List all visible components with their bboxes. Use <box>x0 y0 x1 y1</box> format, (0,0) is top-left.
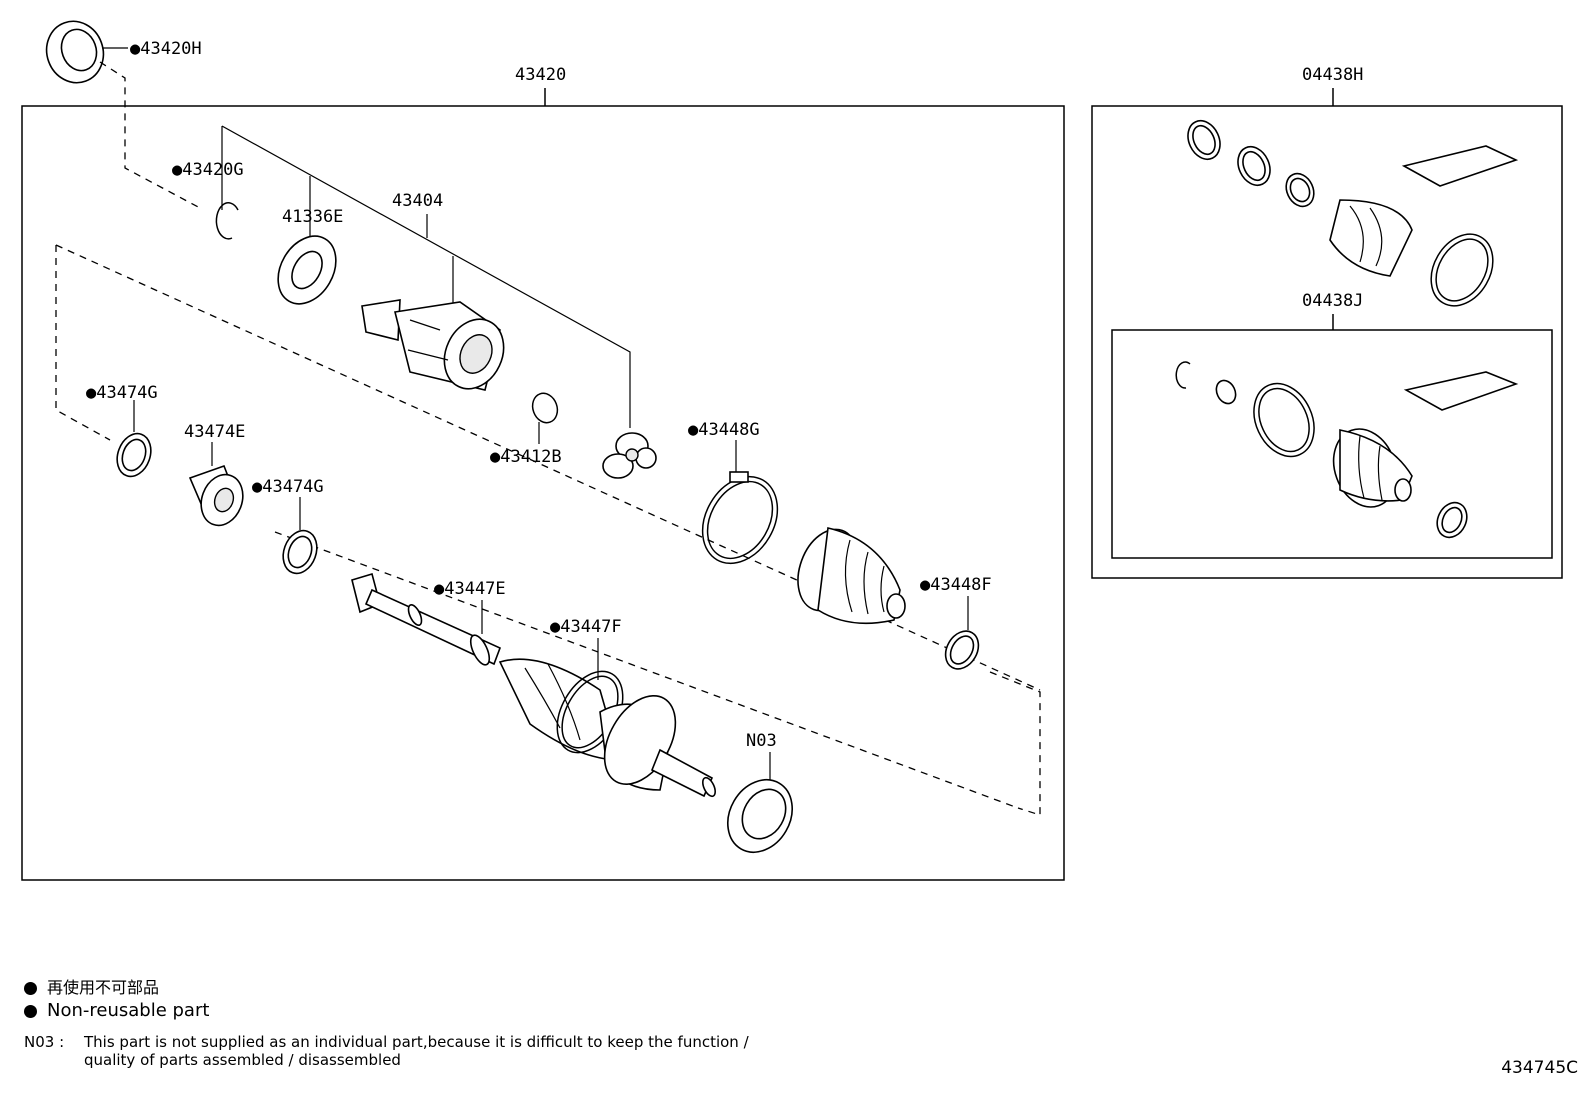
dust-seal-N03 <box>727 779 793 853</box>
legend-en-text: Non-reusable part <box>47 1000 210 1021</box>
inboard-joint-housing-43404 <box>361 299 505 391</box>
label-43474G-right: ●43474G <box>252 477 324 497</box>
snap-ring-43412B <box>531 392 559 424</box>
boot-kit-04438H-parts <box>1187 119 1519 307</box>
drive-shaft-43420 <box>351 572 716 798</box>
footnote-line-1: This part is not supplied as an individu… <box>84 1033 749 1051</box>
tripod-spider <box>602 432 657 479</box>
boot-kit-frame-04438H <box>1091 105 1563 579</box>
boot-kit-04438J-parts <box>1175 361 1519 539</box>
label-43420G: ●43420G <box>172 160 244 180</box>
ring-43474G-left <box>116 432 152 478</box>
boot-clamp-43448G <box>701 471 779 565</box>
label-43474G-left: ●43474G <box>86 383 158 403</box>
legend-japanese: 再使用不可部品 <box>24 974 159 998</box>
label-43447E: ●43447E <box>434 579 506 599</box>
footnote-N03: N03 : This part is not supplied as an ind… <box>24 1033 749 1069</box>
footnote-line-2: quality of parts assembled / disassemble… <box>84 1051 401 1069</box>
oil-seal-43420H <box>45 20 105 84</box>
label-43448F: ●43448F <box>920 575 992 595</box>
footnote-code: N03 : <box>24 1033 65 1051</box>
label-N03: N03 <box>746 731 777 751</box>
legend-jp-text: 再使用不可部品 <box>47 978 160 997</box>
label-41336E: 41336E <box>282 207 343 227</box>
label-43420H: ●43420H <box>130 39 202 59</box>
label-43474E: 43474E <box>184 422 245 442</box>
washer-41336E <box>277 235 337 305</box>
label-43448G: ●43448G <box>688 420 760 440</box>
label-04438J: 04438J <box>1302 291 1363 311</box>
assembly-frame-43420 <box>21 105 1065 881</box>
label-43447F: ●43447F <box>550 617 622 637</box>
legend-dot-icon <box>24 982 37 995</box>
label-04438H: 04438H <box>1302 65 1363 85</box>
center-bearing-43474E <box>188 464 244 527</box>
figure-number: 434745C <box>1501 1058 1578 1078</box>
label-43404: 43404 <box>392 191 443 211</box>
label-43420: 43420 <box>515 65 566 85</box>
legend-english: Non-reusable part <box>24 1000 209 1021</box>
boot-inboard <box>797 527 906 625</box>
snap-ring-43420G <box>215 202 239 240</box>
boot-clamp-43448F <box>944 630 980 670</box>
boot-kit-frame-04438J <box>1111 329 1553 559</box>
ring-43474G-right <box>282 529 318 575</box>
label-43412B: ●43412B <box>490 447 562 467</box>
legend-dot-icon <box>24 1004 37 1018</box>
